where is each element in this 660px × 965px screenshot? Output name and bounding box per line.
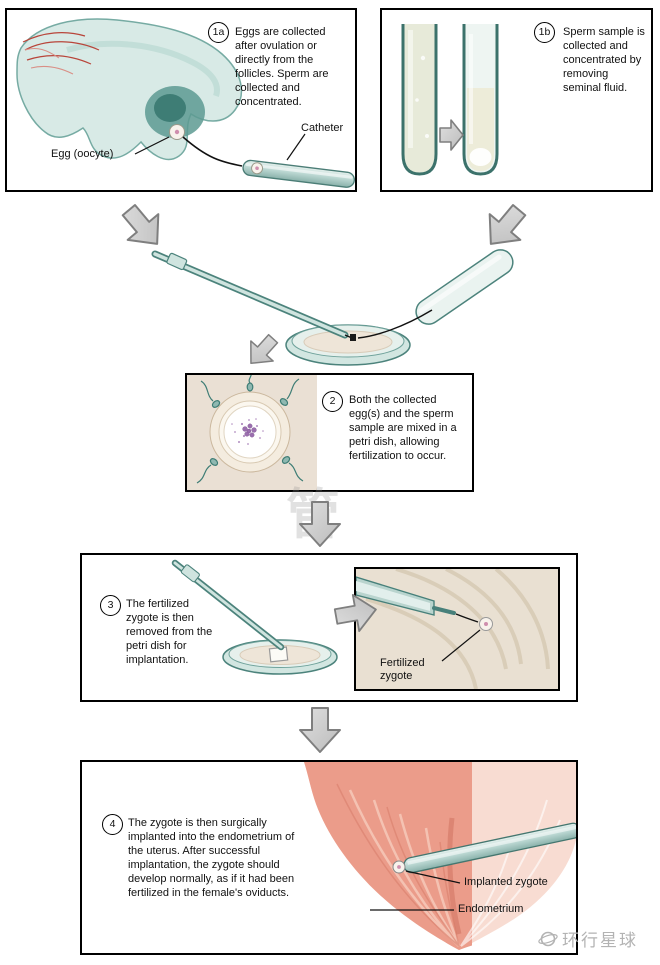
fertilization-illustration xyxy=(187,375,317,490)
step-text-4: The zygote is then surgically implanted … xyxy=(128,817,295,900)
globe-icon xyxy=(538,929,558,949)
step-text-2: Both the collected egg(s) and the sperm … xyxy=(349,394,457,463)
panel-step-1a: 1a Eggs are collected after ovulation or… xyxy=(5,8,357,192)
down-left-arrow-icon xyxy=(238,327,287,376)
panel-step-3: 3 The fertilized zygote is then removed … xyxy=(80,553,578,702)
step-number-3: 3 xyxy=(100,595,121,616)
egg-nucleus xyxy=(242,423,257,438)
down-arrow-icon xyxy=(298,706,342,754)
zygote-inset-illustration xyxy=(356,569,558,689)
step-number-1a: 1a xyxy=(208,22,229,43)
right-arrow-icon xyxy=(331,589,382,637)
zygote-inset: Fertilized zygote xyxy=(354,567,560,691)
brand-watermark: 环行星球 xyxy=(538,926,638,951)
step-text-1b: Sperm sample is collected and concentrat… xyxy=(563,26,645,95)
label-implanted-zygote: Implanted zygote xyxy=(464,876,548,888)
down-arrow-icon xyxy=(298,500,342,548)
right-arrow-icon xyxy=(439,119,464,151)
brand-watermark-text: 环行星球 xyxy=(562,931,638,950)
step-number-4: 4 xyxy=(102,814,123,835)
test-tubes-illustration xyxy=(401,24,499,176)
step-text-3: The fertilized zygote is then removed fr… xyxy=(126,598,213,667)
step-number-1b-text: 1b xyxy=(538,26,551,39)
down-right-arrow-icon xyxy=(111,194,176,259)
catheter-illustration xyxy=(242,159,355,188)
ovary-illustration xyxy=(16,18,355,188)
step-text-1a: Eggs are collected after ovulation or di… xyxy=(235,26,329,109)
sperm-cells xyxy=(196,375,304,484)
label-endometrium: Endometrium xyxy=(458,903,524,915)
label-catheter: Catheter xyxy=(301,122,344,134)
label-egg-oocyte: Egg (oocyte) xyxy=(51,148,114,160)
sperm-tube-illustration xyxy=(415,249,514,325)
sample-drop-point xyxy=(350,334,356,341)
uterine-cavity xyxy=(447,817,462,935)
down-left-arrow-icon xyxy=(473,194,538,259)
panel-step-2: 2 Both the collected egg(s) and the sper… xyxy=(185,373,474,492)
step-number-1a-text: 1a xyxy=(212,26,225,39)
dish-swirls xyxy=(365,569,550,689)
panel-step-1b: 1b Sperm sample is collected and concent… xyxy=(380,8,653,192)
zygote-removal-illustration xyxy=(171,559,338,675)
step-number-3-text: 3 xyxy=(107,599,114,612)
step-number-2-text: 2 xyxy=(329,395,336,408)
panel-step-4: 4 The zygote is then surgically implante… xyxy=(80,760,578,955)
uterus-illustration xyxy=(304,762,576,950)
step-number-2: 2 xyxy=(322,391,343,412)
mixing-dish-illustration xyxy=(151,249,514,366)
step-number-1b: 1b xyxy=(534,22,555,43)
label-fertilized-zygote: Fertilized zygote xyxy=(380,657,425,682)
step-number-4-text: 4 xyxy=(109,818,116,831)
zoom-source-box xyxy=(268,646,289,663)
egg-speckles xyxy=(231,418,264,445)
